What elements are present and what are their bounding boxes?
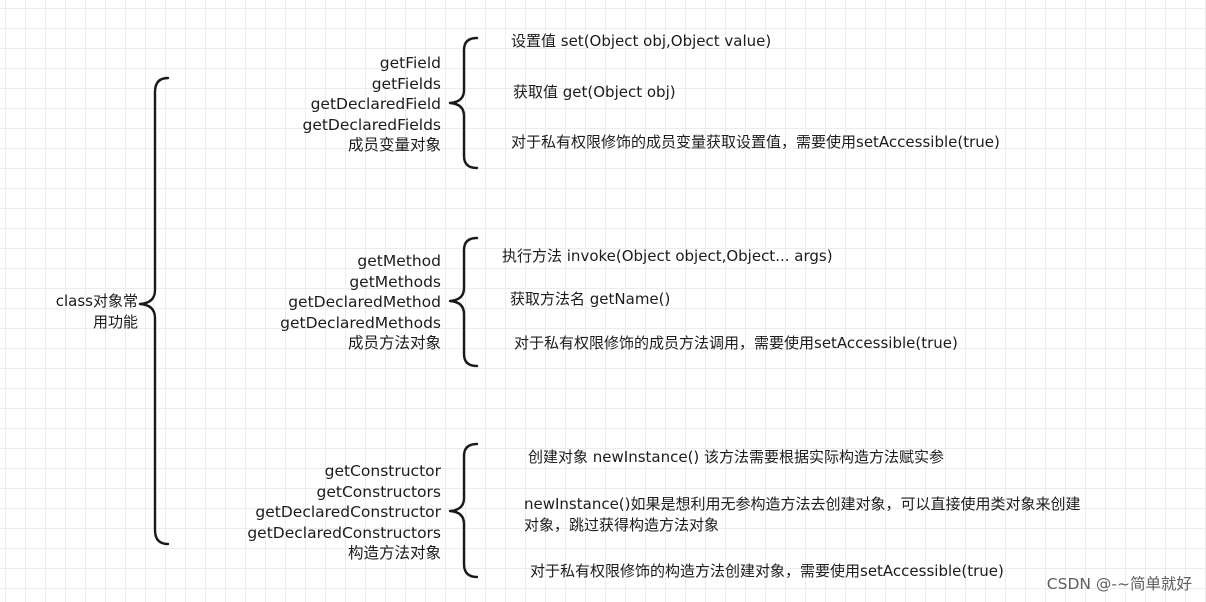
constructor-note-accessible: 对于私有权限修饰的构造方法创建对象，需要使用setAccessible(true…: [530, 562, 1004, 580]
method-name: getFields: [371, 74, 441, 93]
constructor-note-noarg: newInstance()如果是想利用无参构造方法去创建对象，可以直接使用类对象…: [524, 495, 1081, 534]
field-note-accessible: 对于私有权限修饰的成员变量获取设置值，需要使用setAccessible(tru…: [511, 133, 1000, 151]
root-node-label: class对象常 用功能: [28, 291, 138, 333]
constructor-brace: [448, 442, 479, 579]
method-name: getDeclaredConstructor: [255, 503, 441, 521]
group-caption: 成员变量对象: [347, 136, 441, 154]
root-label-line-2: 用功能: [92, 313, 138, 331]
method-brace: [448, 236, 479, 368]
method-name: getDeclaredMethod: [288, 293, 441, 311]
field-methods-list: getField getFields getDeclaredField getD…: [161, 53, 441, 156]
field-brace: [448, 36, 479, 170]
constructor-methods-list: getConstructor getConstructors getDeclar…: [161, 461, 441, 564]
method-note-accessible: 对于私有权限修饰的成员方法调用，需要使用setAccessible(true): [514, 334, 958, 352]
method-name: getDeclaredField: [310, 95, 441, 113]
csdn-watermark: CSDN @-~简单就好: [1046, 575, 1192, 593]
constructor-note-newinstance: 创建对象 newInstance() 该方法需要根据实际构造方法赋实参: [528, 448, 945, 466]
method-name: getDeclaredMethods: [280, 313, 441, 332]
method-name: getMethods: [349, 272, 441, 291]
method-name: getConstructor: [324, 462, 441, 480]
method-name: getDeclaredFields: [302, 115, 441, 134]
method-name: getDeclaredConstructors: [247, 523, 441, 542]
method-name: getConstructors: [316, 482, 441, 501]
group-caption: 构造方法对象: [347, 544, 441, 562]
method-name: getField: [379, 54, 441, 72]
method-note-getname: 获取方法名 getName(): [510, 290, 671, 308]
method-methods-list: getMethod getMethods getDeclaredMethod g…: [161, 251, 441, 354]
root-brace: [138, 76, 170, 546]
method-note-invoke: 执行方法 invoke(Object object,Object... args…: [502, 247, 833, 265]
method-name: getMethod: [357, 252, 441, 270]
field-note-set: 设置值 set(Object obj,Object value): [511, 32, 772, 50]
field-note-get: 获取值 get(Object obj): [513, 83, 676, 101]
root-label-line-1: class对象常: [55, 292, 138, 310]
group-caption: 成员方法对象: [347, 334, 441, 352]
